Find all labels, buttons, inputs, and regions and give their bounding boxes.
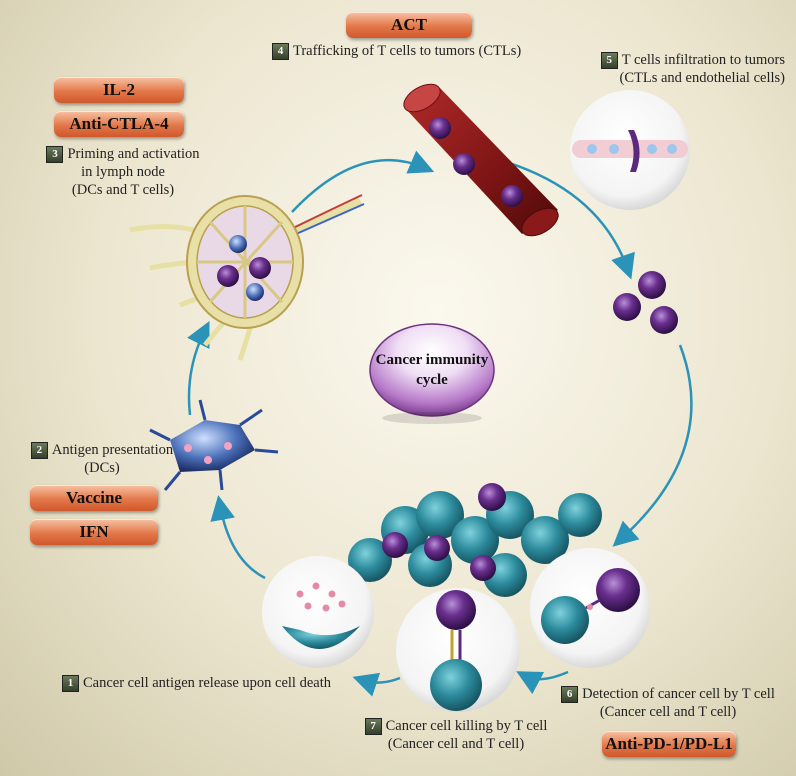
drug-label-anti-pd1: Anti-PD-1/PD-L1	[602, 731, 736, 757]
arrow-infiltration-to-tumor	[612, 344, 693, 547]
step-5-line1: T cells infiltration to tumors	[621, 52, 785, 68]
step-5-line2: (CTLs and endothelial cells)	[619, 70, 786, 86]
arrow-killing-to-release	[352, 672, 401, 697]
step-3-line1: Priming and activation	[67, 146, 200, 162]
step-7-line1: Cancer cell killing by T cell	[385, 718, 548, 734]
step-5-badge: 5	[600, 52, 618, 69]
step-2-badge: 2	[30, 442, 48, 459]
cycle-arrows	[187, 150, 693, 697]
dendritic-cells	[149, 399, 279, 491]
drug-label-act: ACT	[346, 12, 472, 38]
center-ellipse	[369, 323, 495, 424]
step-4-line1: Trafficking of T cells to tumors (CTLs)	[293, 43, 522, 59]
t-cell	[501, 185, 523, 207]
step-3-badge: 3	[46, 146, 64, 163]
step-1-line1: Cancer cell antigen release upon cell de…	[83, 675, 331, 691]
t-cell-cluster	[613, 271, 678, 334]
drug-label-ifn: IFN	[30, 519, 158, 545]
step-6-line2: (Cancer cell and T cell)	[599, 704, 737, 720]
killing-bubble	[396, 588, 520, 712]
center-label: Cancer immunity cycle	[372, 350, 492, 390]
detection-bubble	[530, 548, 650, 668]
drug-label-anti-ctla4: Anti-CTLA-4	[54, 111, 184, 137]
arrow-release-to-antigen	[210, 495, 266, 580]
step-7-badge: 7	[364, 718, 382, 735]
antigen-release-bubble	[262, 556, 374, 668]
drug-label-il2: IL-2	[54, 77, 184, 103]
step-2-line2: (DCs)	[84, 460, 120, 476]
center-label-line1: Cancer immunity	[375, 352, 489, 368]
lymph-node	[129, 194, 365, 361]
step-3-line2: in lymph node	[81, 164, 165, 180]
step-4-badge: 4	[272, 43, 289, 60]
step-7-line2: (Cancer cell and T cell)	[387, 736, 525, 752]
step-2-line1: Antigen presentation	[51, 442, 174, 458]
tumor-mass	[348, 483, 602, 597]
blood-vessel	[403, 83, 559, 237]
infiltration-bubble	[570, 90, 690, 210]
t-cell	[453, 153, 475, 175]
arrow-antigen-to-lymph	[187, 321, 210, 416]
center-label-line2: cycle	[416, 372, 448, 388]
step-6-badge: 6	[561, 686, 579, 703]
arrow-vessel-to-infiltration	[499, 158, 635, 280]
step-3-line3: (DCs and T cells)	[71, 182, 175, 198]
step-6-line1: Detection of cancer cell by T cell	[582, 686, 775, 702]
t-cell	[429, 117, 451, 139]
drug-label-vaccine: Vaccine	[30, 485, 158, 511]
arrow-lymph-to-vessel	[291, 150, 435, 213]
arrow-detection-to-killing	[516, 670, 569, 695]
step-1-badge: 1	[62, 675, 79, 692]
